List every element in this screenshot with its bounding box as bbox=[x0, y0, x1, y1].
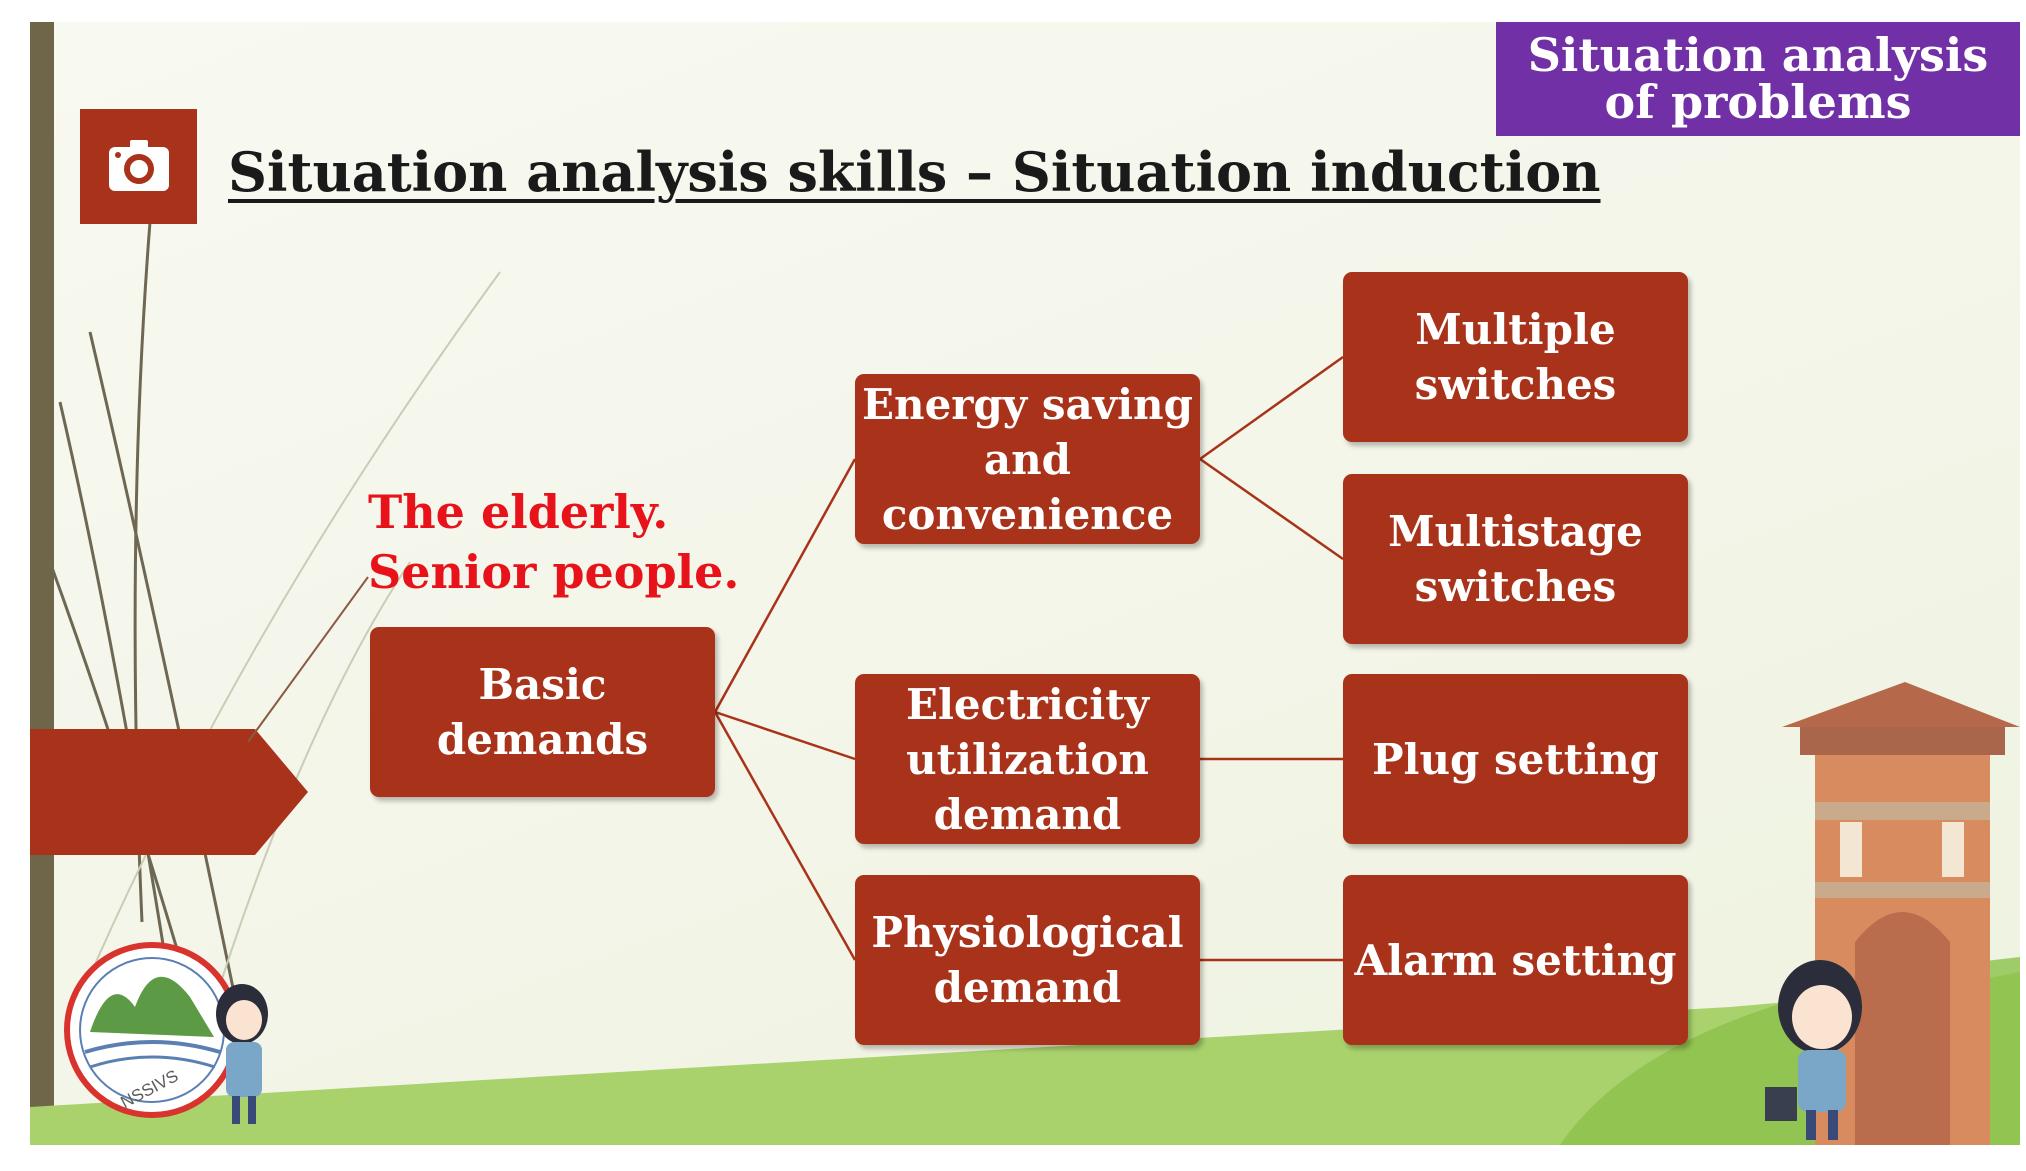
node-label: Plug setting bbox=[1371, 734, 1660, 784]
node-label: Basic demands bbox=[436, 660, 649, 764]
target-users-note: The elderly. Senior people. bbox=[368, 485, 740, 599]
slide-background: NSSIVS bbox=[30, 22, 2020, 1145]
node-label: Electricity utilization demand bbox=[905, 679, 1150, 839]
girl-character-icon bbox=[1765, 960, 1862, 1140]
node-energy-saving: Energy saving and convenience bbox=[855, 374, 1200, 544]
node-multistage-switches: Multistage switches bbox=[1343, 474, 1688, 644]
section-tag-label: Situation analysis of problems bbox=[1527, 28, 1989, 129]
node-plug-setting: Plug setting bbox=[1343, 674, 1688, 844]
tower-building-icon bbox=[1782, 682, 2020, 1145]
arrow-shape bbox=[30, 729, 308, 855]
school-logo-icon: NSSIVS bbox=[64, 942, 240, 1118]
section-tag: Situation analysis of problems bbox=[1496, 22, 2020, 136]
node-alarm-setting: Alarm setting bbox=[1343, 875, 1688, 1045]
left-bar bbox=[30, 22, 54, 1145]
edge-energy-multiple bbox=[1199, 355, 1344, 461]
node-label: Multistage switches bbox=[1388, 507, 1643, 611]
node-physiological-demand: Physiological demand bbox=[855, 875, 1200, 1045]
edge-basic-electricity bbox=[714, 710, 856, 761]
camera-icon bbox=[109, 140, 169, 191]
slide: NSSIVS Situ bbox=[30, 22, 2020, 1145]
node-label: Energy saving and convenience bbox=[862, 379, 1193, 539]
grass-ground bbox=[30, 972, 2020, 1145]
node-multiple-switches: Multiple switches bbox=[1343, 272, 1688, 442]
node-label: Multiple switches bbox=[1414, 305, 1617, 409]
edge-basic-physio bbox=[713, 711, 857, 961]
node-label: Physiological demand bbox=[871, 908, 1184, 1012]
page-title: Situation analysis skills – Situation in… bbox=[228, 140, 1601, 204]
note-connector bbox=[247, 576, 369, 743]
node-label: Alarm setting bbox=[1354, 935, 1677, 985]
edge-basic-energy bbox=[713, 458, 857, 713]
girl-character-icon bbox=[216, 984, 268, 1124]
camera-badge bbox=[80, 109, 197, 224]
diagram-links bbox=[247, 355, 1344, 962]
node-basic-demands: Basic demands bbox=[370, 627, 715, 797]
edge-energy-multistage bbox=[1199, 457, 1344, 561]
node-electricity-demand: Electricity utilization demand bbox=[855, 674, 1200, 844]
